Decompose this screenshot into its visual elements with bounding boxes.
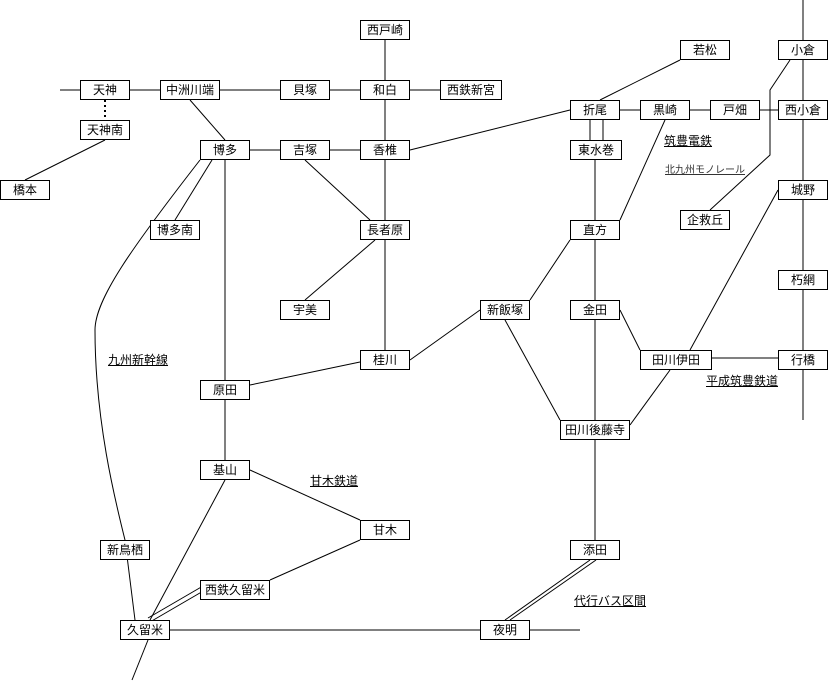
station-shiniizuka[interactable]: 新飯塚: [480, 300, 530, 320]
station-nishitetsu-shingu[interactable]: 西鉄新宮: [440, 80, 502, 100]
station-nishikokura[interactable]: 西小倉: [778, 100, 828, 120]
label-amagi-railway: 甘木鉄道: [310, 474, 359, 488]
track-segment: [269, 539, 361, 581]
station-jono[interactable]: 城野: [778, 180, 828, 200]
bus-section-line: [509, 559, 597, 621]
station-harada[interactable]: 原田: [200, 380, 250, 400]
bus-section-line: [504, 559, 591, 621]
track-segment: [94, 159, 201, 621]
track-segment: [619, 119, 666, 221]
station-nogata[interactable]: 直方: [570, 220, 620, 240]
track-segment-double: [147, 585, 204, 619]
station-nakasukawabata[interactable]: 中洲川端: [160, 80, 220, 100]
station-higashimizumaki[interactable]: 東水巻: [570, 140, 622, 160]
label-kitakyushu-monorail: 北九州モノレール: [665, 165, 745, 176]
track-segment: [409, 309, 481, 361]
station-umi[interactable]: 宇美: [280, 300, 330, 320]
station-tenjin-minami[interactable]: 天神南: [80, 120, 130, 140]
track-segment: [529, 239, 571, 301]
station-kiyama[interactable]: 基山: [200, 460, 250, 480]
label-heisei-chikuho: 平成筑豊鉄道: [706, 374, 779, 388]
track-segment: [24, 139, 106, 181]
station-kashii[interactable]: 香椎: [360, 140, 410, 160]
track-segment: [131, 639, 149, 681]
station-wajiro[interactable]: 和白: [360, 80, 410, 100]
station-shintosu[interactable]: 新鳥栖: [100, 540, 150, 560]
station-yoshizuka[interactable]: 吉塚: [280, 140, 330, 160]
track-segment: [249, 469, 361, 521]
station-tagawa-ita[interactable]: 田川伊田: [640, 350, 712, 370]
station-kaizuka[interactable]: 貝塚: [280, 80, 330, 100]
station-nishitozaki[interactable]: 西戸崎: [360, 20, 410, 40]
station-nishitetsu-kurume[interactable]: 西鉄久留米: [200, 580, 270, 600]
label-kyushu-shinkansen: 九州新幹線: [108, 353, 169, 367]
station-soeda[interactable]: 添田: [570, 540, 620, 560]
track-segment: [149, 479, 226, 621]
station-hakata[interactable]: 博多: [200, 140, 250, 160]
track-segment: [189, 99, 226, 141]
station-kusami[interactable]: 朽網: [778, 270, 828, 290]
station-kokura[interactable]: 小倉: [778, 40, 828, 60]
station-hakata-minami[interactable]: 博多南: [150, 220, 200, 240]
station-tobata[interactable]: 戸畑: [710, 100, 760, 120]
station-tenjin[interactable]: 天神: [80, 80, 130, 100]
station-kaneda[interactable]: 金田: [570, 300, 620, 320]
station-keisen[interactable]: 桂川: [360, 350, 410, 370]
station-kikugaoka[interactable]: 企救丘: [680, 210, 730, 230]
station-hashimoto[interactable]: 橋本: [0, 180, 50, 200]
track-segment: [249, 361, 361, 386]
track-segment: [174, 159, 213, 221]
label-chikuho-electric: 筑豊電鉄: [664, 134, 713, 148]
track-segment: [689, 189, 779, 351]
track-segment: [504, 319, 561, 421]
track-segment: [409, 109, 571, 151]
label-bus-section: 代行バス区間: [574, 594, 647, 608]
track-segment-double: [149, 589, 206, 623]
station-kurosaki[interactable]: 黒崎: [640, 100, 690, 120]
track-segment: [304, 159, 371, 221]
station-yoake[interactable]: 夜明: [480, 620, 530, 640]
track-segment: [709, 59, 791, 211]
track-segment: [629, 369, 671, 426]
station-kurume[interactable]: 久留米: [120, 620, 170, 640]
track-segment: [304, 239, 376, 301]
track-segment: [619, 309, 641, 351]
station-tagawa-gotoji[interactable]: 田川後藤寺: [560, 420, 630, 440]
station-orio[interactable]: 折尾: [570, 100, 620, 120]
station-chojabaru[interactable]: 長者原: [360, 220, 410, 240]
station-wakamatsu[interactable]: 若松: [680, 40, 730, 60]
station-amagi[interactable]: 甘木: [360, 520, 410, 540]
track-segment: [599, 59, 681, 101]
station-yukuhashi[interactable]: 行橋: [778, 350, 828, 370]
